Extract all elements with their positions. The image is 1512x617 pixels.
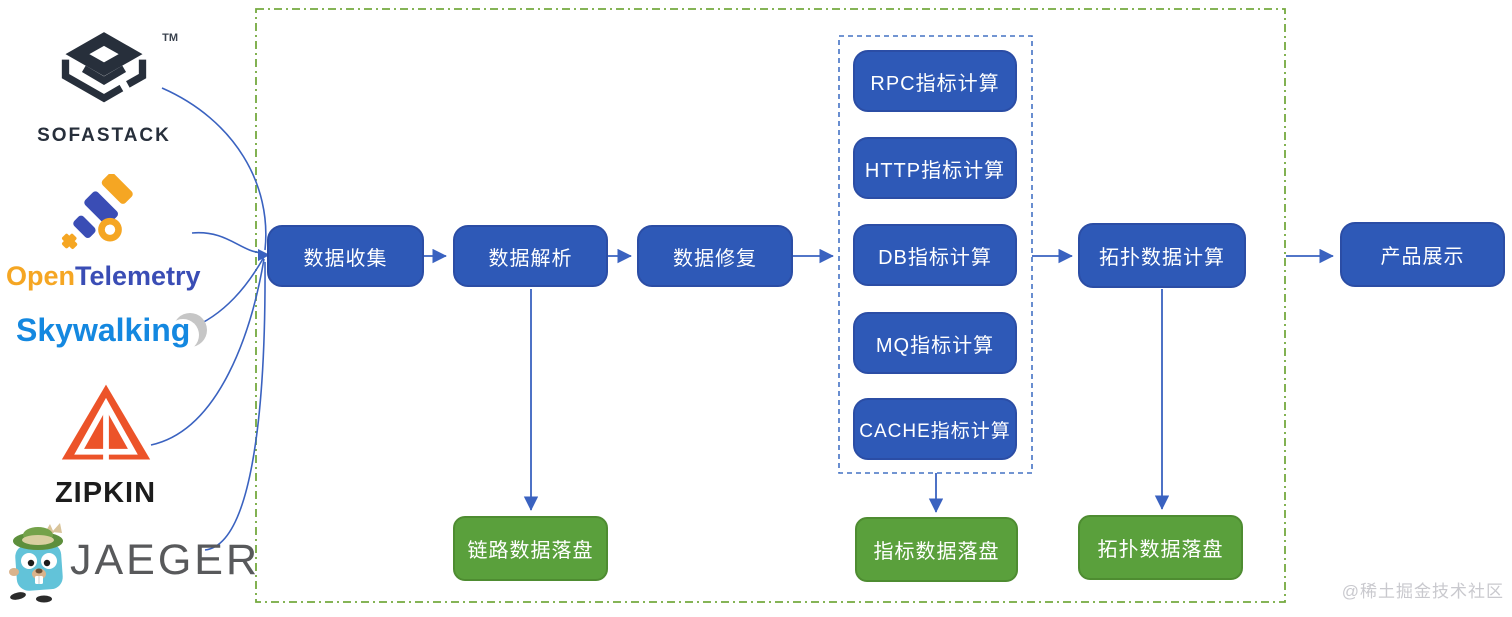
zipkin-wordmark: ZIPKIN: [54, 477, 157, 509]
zipkin-triangle-icon: [61, 384, 150, 460]
node-mq-metric-calc: MQ指标计算: [853, 312, 1017, 374]
skywalking-wordmark: Skywalking: [16, 312, 191, 348]
connector-zipkin: [150, 258, 265, 446]
outer-dashed-border: [255, 8, 1286, 603]
node-data-repair: 数据修复: [637, 225, 793, 287]
connector-opentelemetry: [191, 232, 264, 254]
zipkin-logo: ZIPKIN: [48, 380, 163, 510]
opentelemetry-word-telemetry: Telemetry: [75, 261, 201, 291]
sofastack-wordmark: SOFASTACK: [37, 125, 171, 146]
opentelemetry-word-open: Open: [6, 261, 76, 291]
node-rpc-metric-calc: RPC指标计算: [853, 50, 1017, 112]
sofastack-cube-icon: [61, 32, 147, 103]
node-data-parse: 数据解析: [453, 225, 608, 287]
sofastack-tm-mark: TM: [162, 32, 178, 44]
node-topology-calc: 拓扑数据计算: [1078, 223, 1246, 288]
sofastack-logo: TM SOFASTACK: [34, 26, 178, 147]
jaeger-wordmark: JAEGER: [70, 536, 261, 584]
node-db-metric-calc: DB指标计算: [853, 224, 1017, 286]
opentelemetry-logo: OpenTelemetry: [6, 172, 201, 292]
collect-arrowhead: [258, 249, 270, 261]
skywalking-moon-icon: [167, 313, 207, 351]
jaeger-gopher-icon: [9, 523, 63, 603]
flow-arrows: [424, 248, 1334, 513]
opentelemetry-wordmark: OpenTelemetry: [6, 261, 201, 292]
node-cache-metric-calc: CACHE指标计算: [853, 398, 1017, 460]
watermark: @稀土掘金技术社区: [1341, 582, 1504, 601]
source-connectors: [150, 87, 267, 551]
node-metric-store: 指标数据落盘: [855, 517, 1018, 582]
node-http-metric-calc: HTTP指标计算: [853, 137, 1017, 199]
skywalking-logo: Skywalking: [16, 308, 216, 360]
node-topology-store: 拓扑数据落盘: [1078, 515, 1243, 580]
jaeger-logo: JAEGER: [8, 520, 257, 610]
connector-jaeger: [204, 261, 266, 551]
connector-sofastack: [161, 87, 267, 251]
node-product-display: 产品展示: [1340, 222, 1505, 287]
node-data-collect: 数据收集: [267, 225, 424, 287]
node-trace-store: 链路数据落盘: [453, 516, 608, 581]
opentelemetry-telescope-icon: [62, 172, 133, 249]
